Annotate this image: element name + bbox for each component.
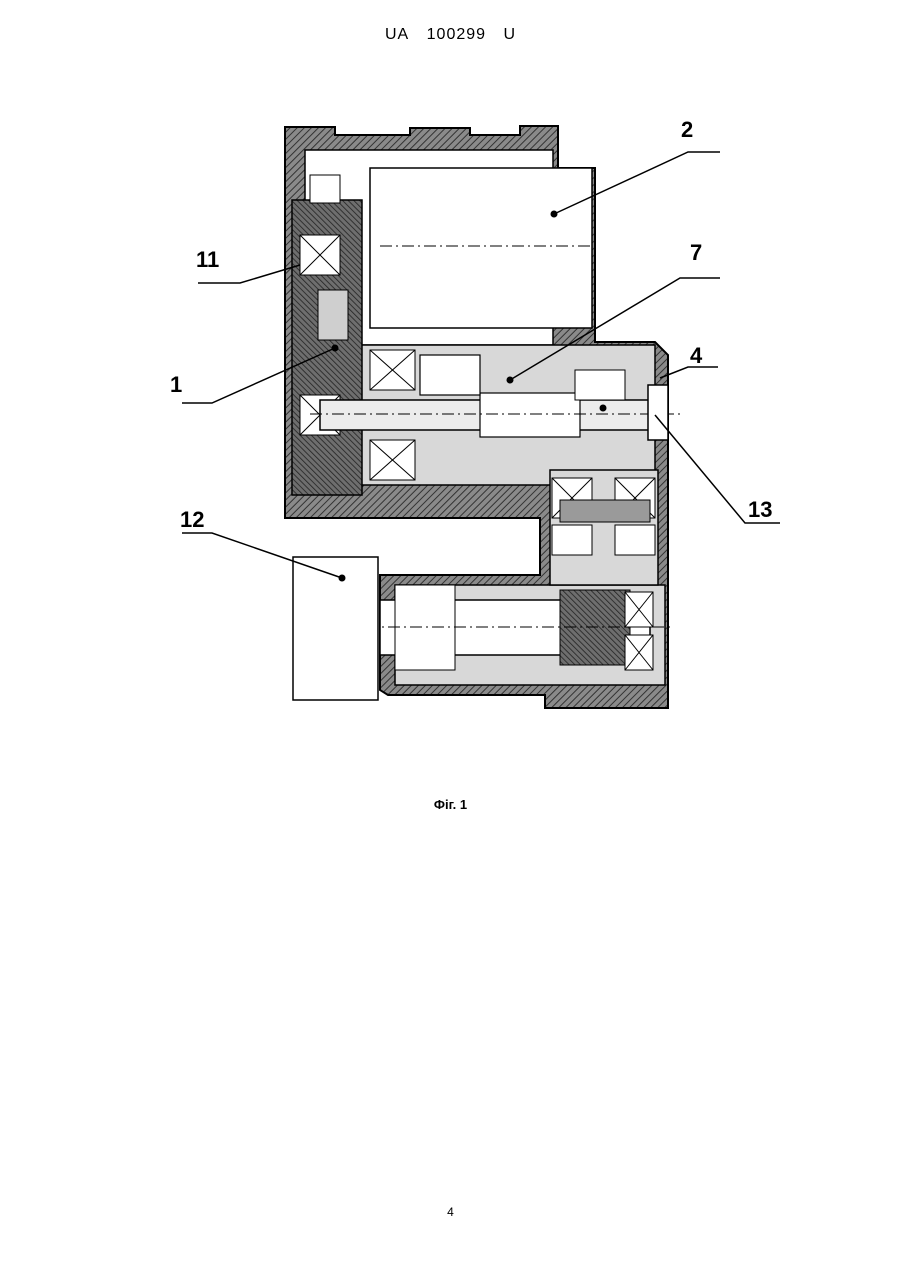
callout-7: 7 xyxy=(690,240,702,265)
technical-drawing: 2 11 7 1 4 13 12 xyxy=(0,0,901,800)
drive-motor xyxy=(293,557,378,700)
callout-13: 13 xyxy=(748,497,772,522)
callout-2: 2 xyxy=(681,117,693,142)
callout-12: 12 xyxy=(180,507,204,532)
left-gear-assembly xyxy=(292,175,362,495)
page-number: 4 xyxy=(0,1205,901,1219)
callout-4: 4 xyxy=(690,343,703,368)
callout-1: 1 xyxy=(170,372,182,397)
figure-caption: Фіг. 1 xyxy=(0,797,901,812)
motor-block xyxy=(370,168,592,328)
callout-11: 11 xyxy=(196,247,219,272)
